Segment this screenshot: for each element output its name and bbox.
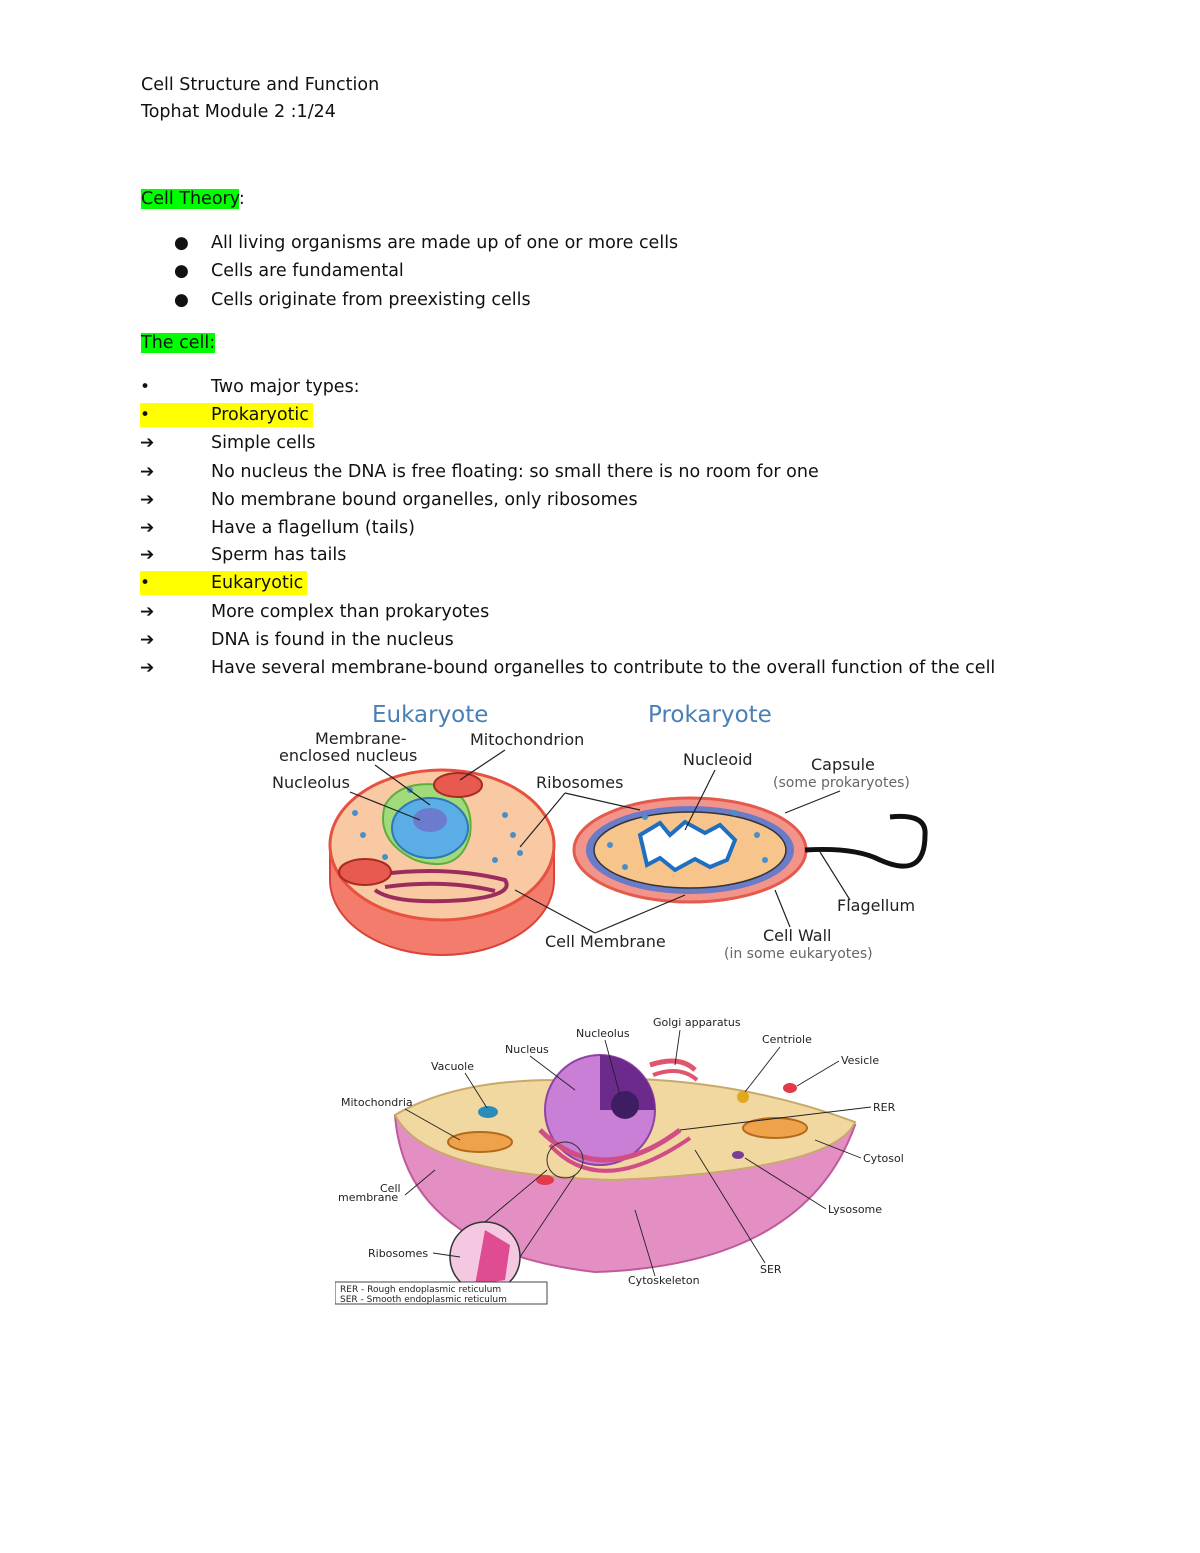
list-item: Have a flagellum (tails) (211, 518, 415, 538)
label-capsule-note: (some prokaryotes) (773, 775, 910, 791)
document-subtitle: Tophat Module 2 :1/24 (141, 102, 336, 122)
label-cell-wall: Cell Wall (763, 926, 831, 945)
label2-cell-membrane-1: Cell (380, 1182, 401, 1195)
list-item: Two major types: (211, 377, 360, 397)
eukaryote-cell (328, 768, 556, 956)
arrow-icon: ➔ (140, 630, 155, 650)
arrow-icon: ➔ (140, 490, 155, 510)
label-cell-wall-note: (in some eukaryotes) (724, 946, 873, 962)
list-item: Simple cells (211, 433, 316, 453)
animal-cell-diagram: Nucleolus Golgi apparatus Nucleus Centri… (335, 1016, 904, 1305)
label-nucleolus: Nucleolus (272, 773, 350, 792)
list-item: All living organisms are made up of one … (211, 233, 679, 253)
label2-cytosol: Cytosol (863, 1152, 904, 1165)
legend-rer: RER - Rough endoplasmic reticulum (340, 1285, 501, 1295)
prokaryote-title: Prokaryote (648, 702, 772, 728)
arrow-icon: ➔ (140, 602, 155, 622)
eukaryote-prokaryote-diagram: Eukaryote Prokaryote Membrane- enclosed (272, 702, 928, 962)
label2-golgi: Golgi apparatus (653, 1016, 741, 1029)
label-capsule: Capsule (811, 755, 875, 774)
arrow-icon: ➔ (140, 545, 155, 565)
arrow-icon: ➔ (140, 658, 155, 678)
list-item: Cells are fundamental (211, 261, 404, 281)
list-item-highlight: Eukaryotic (211, 571, 308, 595)
label2-mitochondria: Mitochondria (341, 1096, 413, 1109)
prokaryote-cell (572, 796, 928, 904)
label-nucleoid: Nucleoid (683, 750, 753, 769)
list-item: Sperm has tails (211, 545, 347, 565)
eukaryote-title: Eukaryote (372, 702, 488, 728)
list-item: DNA is found in the nucleus (211, 630, 454, 650)
cell-theory-heading-colon: : (238, 189, 245, 209)
label2-lysosome: Lysosome (828, 1203, 882, 1216)
abbreviation-legend: RER - Rough endoplasmic reticulum SER - … (335, 1281, 548, 1305)
label-membrane-nucleus-2: enclosed nucleus (279, 746, 417, 765)
cell-theory-heading-text: Cell Theory (141, 189, 239, 209)
cell-theory-heading: Cell Theory: (141, 187, 245, 211)
leader-lines-2 (404, 1029, 872, 1277)
list-item-highlight: Prokaryotic (211, 403, 313, 427)
label2-centriole: Centriole (762, 1033, 812, 1046)
label-flagellum: Flagellum (837, 896, 915, 915)
label2-vesicle: Vesicle (841, 1054, 879, 1067)
arrow-icon: ➔ (140, 462, 155, 482)
bullet-marker: ● (174, 261, 189, 281)
line-marker: • (140, 571, 211, 595)
the-cell-heading-text: The cell: (141, 333, 216, 353)
label2-ribosomes: Ribosomes (368, 1247, 428, 1260)
list-item: Cells originate from preexisting cells (211, 290, 531, 310)
list-item: No nucleus the DNA is free floating: so … (211, 462, 819, 482)
bullet-marker: ● (174, 290, 189, 310)
bullet-marker: ● (174, 233, 189, 253)
label2-nucleolus: Nucleolus (576, 1027, 630, 1040)
label2-vacuole: Vacuole (431, 1060, 474, 1073)
arrow-icon: ➔ (140, 433, 155, 453)
animal-cell (393, 1054, 857, 1293)
label2-cytoskeleton: Cytoskeleton (628, 1274, 700, 1287)
list-item: No membrane bound organelles, only ribos… (211, 490, 638, 510)
line-marker: • (140, 377, 151, 397)
label2-rer: RER (873, 1101, 896, 1114)
label-ribosomes: Ribosomes (536, 773, 623, 792)
label-cell-membrane: Cell Membrane (545, 932, 666, 951)
list-item: Have several membrane-bound organelles t… (211, 658, 996, 678)
arrow-icon: ➔ (140, 518, 155, 538)
label2-ser: SER (760, 1263, 782, 1276)
label-membrane-nucleus-1: Membrane- (315, 729, 407, 748)
the-cell-heading: The cell: (141, 331, 216, 355)
document-title: Cell Structure and Function (141, 75, 380, 95)
label-mitochondrion: Mitochondrion (470, 730, 584, 749)
leader-lines (349, 749, 851, 934)
list-item: More complex than prokaryotes (211, 602, 490, 622)
label2-nucleus: Nucleus (505, 1043, 549, 1056)
line-marker: • (140, 403, 211, 427)
label2-cell-membrane-2: membrane (338, 1191, 398, 1204)
legend-ser: SER - Smooth endoplasmic reticulum (340, 1295, 507, 1305)
